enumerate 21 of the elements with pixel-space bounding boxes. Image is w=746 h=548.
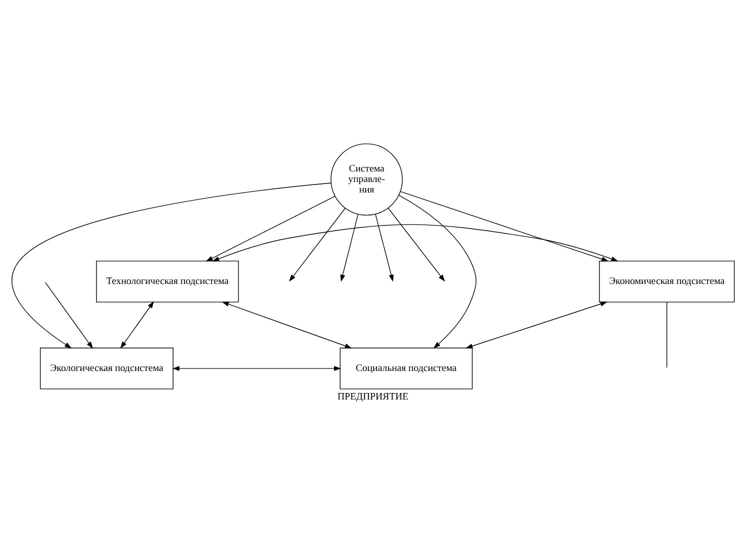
node-box: Экологическая подсистема: [40, 347, 174, 389]
arrow: [44, 281, 94, 348]
arrow: [172, 365, 342, 370]
caption: ПРЕДПРИЯТИЕ: [338, 391, 408, 402]
node-box: Экономическая подсистема: [599, 260, 735, 302]
arrow: [206, 195, 336, 261]
arrow: [12, 182, 332, 348]
connector: [666, 301, 668, 368]
node-box: Технологическая подсистема: [96, 260, 239, 302]
arrow: [466, 301, 608, 348]
arrow: [375, 213, 394, 282]
arrow: [289, 207, 346, 282]
arrow: [400, 190, 609, 261]
node-circle: Система управле- ния: [330, 142, 403, 216]
arrow: [120, 300, 154, 348]
arrow: [388, 207, 445, 282]
node-box: Социальная подсистема: [340, 347, 473, 389]
arrow: [340, 213, 358, 282]
arrow: [222, 301, 352, 348]
arrow: [212, 224, 618, 261]
arrow: [398, 194, 476, 348]
